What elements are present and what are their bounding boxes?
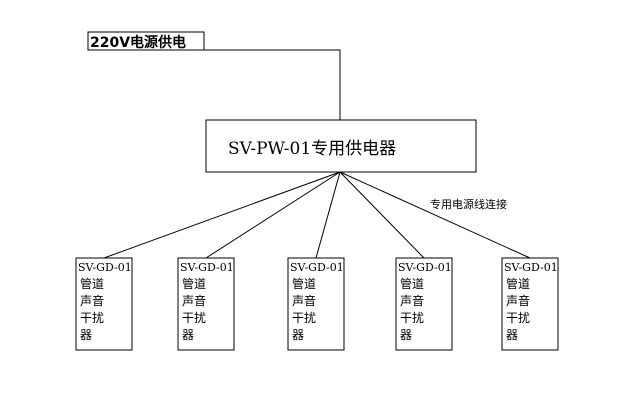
fanout-line-4	[339, 171, 425, 259]
fanout-line-5	[339, 171, 531, 259]
device-desc-line: 声音	[400, 293, 424, 308]
device-desc-line: 管道	[80, 276, 104, 291]
device-model: SV-GD-01	[78, 261, 132, 274]
device-desc-line: 管道	[292, 276, 316, 291]
power-source-box	[87, 31, 205, 51]
device-desc-line: 器	[400, 328, 412, 342]
fanout-line-2	[205, 171, 341, 259]
power-source: 220V电源供电	[87, 31, 205, 51]
source-to-supply-line	[204, 49, 341, 120]
device-desc-line: 管道	[182, 276, 206, 291]
device-box	[287, 257, 345, 351]
power-source-label: 220V电源供电	[90, 34, 186, 51]
device-desc-line: 干扰	[292, 311, 316, 325]
device-desc-line: 器	[182, 328, 194, 342]
device-desc-line: 干扰	[80, 311, 104, 325]
device-desc-line: 器	[506, 328, 518, 342]
device-box	[75, 257, 133, 351]
device-desc-line: 声音	[506, 293, 530, 308]
device-desc-line: 管道	[506, 276, 530, 291]
device-desc-line: 干扰	[506, 311, 530, 325]
device-desc-line: 声音	[292, 293, 316, 308]
device-desc-line: 声音	[182, 293, 206, 308]
device-desc-line: 器	[292, 328, 304, 342]
device-model: SV-GD-01	[398, 261, 452, 274]
fanout-line-1	[103, 171, 341, 259]
device-desc-line: 管道	[400, 276, 424, 291]
power-supply: SV-PW-01专用供电器	[205, 119, 477, 173]
fanout-lines	[103, 171, 531, 259]
device-desc-line: 干扰	[400, 311, 424, 325]
device-box	[177, 257, 235, 351]
device-desc-line: 器	[80, 328, 92, 342]
device-box	[395, 257, 453, 351]
device-model: SV-GD-01	[290, 261, 344, 274]
device-box	[501, 257, 559, 351]
power-supply-label: SV-PW-01专用供电器	[228, 139, 396, 159]
device-desc-line: 干扰	[182, 311, 206, 325]
device-desc-line: 声音	[80, 293, 104, 308]
connection-note: 专用电源线连接	[430, 197, 507, 211]
power-supply-box	[205, 119, 477, 173]
fanout-line-3	[315, 171, 341, 259]
device-model: SV-GD-01	[504, 261, 558, 274]
device-model: SV-GD-01	[180, 261, 234, 274]
